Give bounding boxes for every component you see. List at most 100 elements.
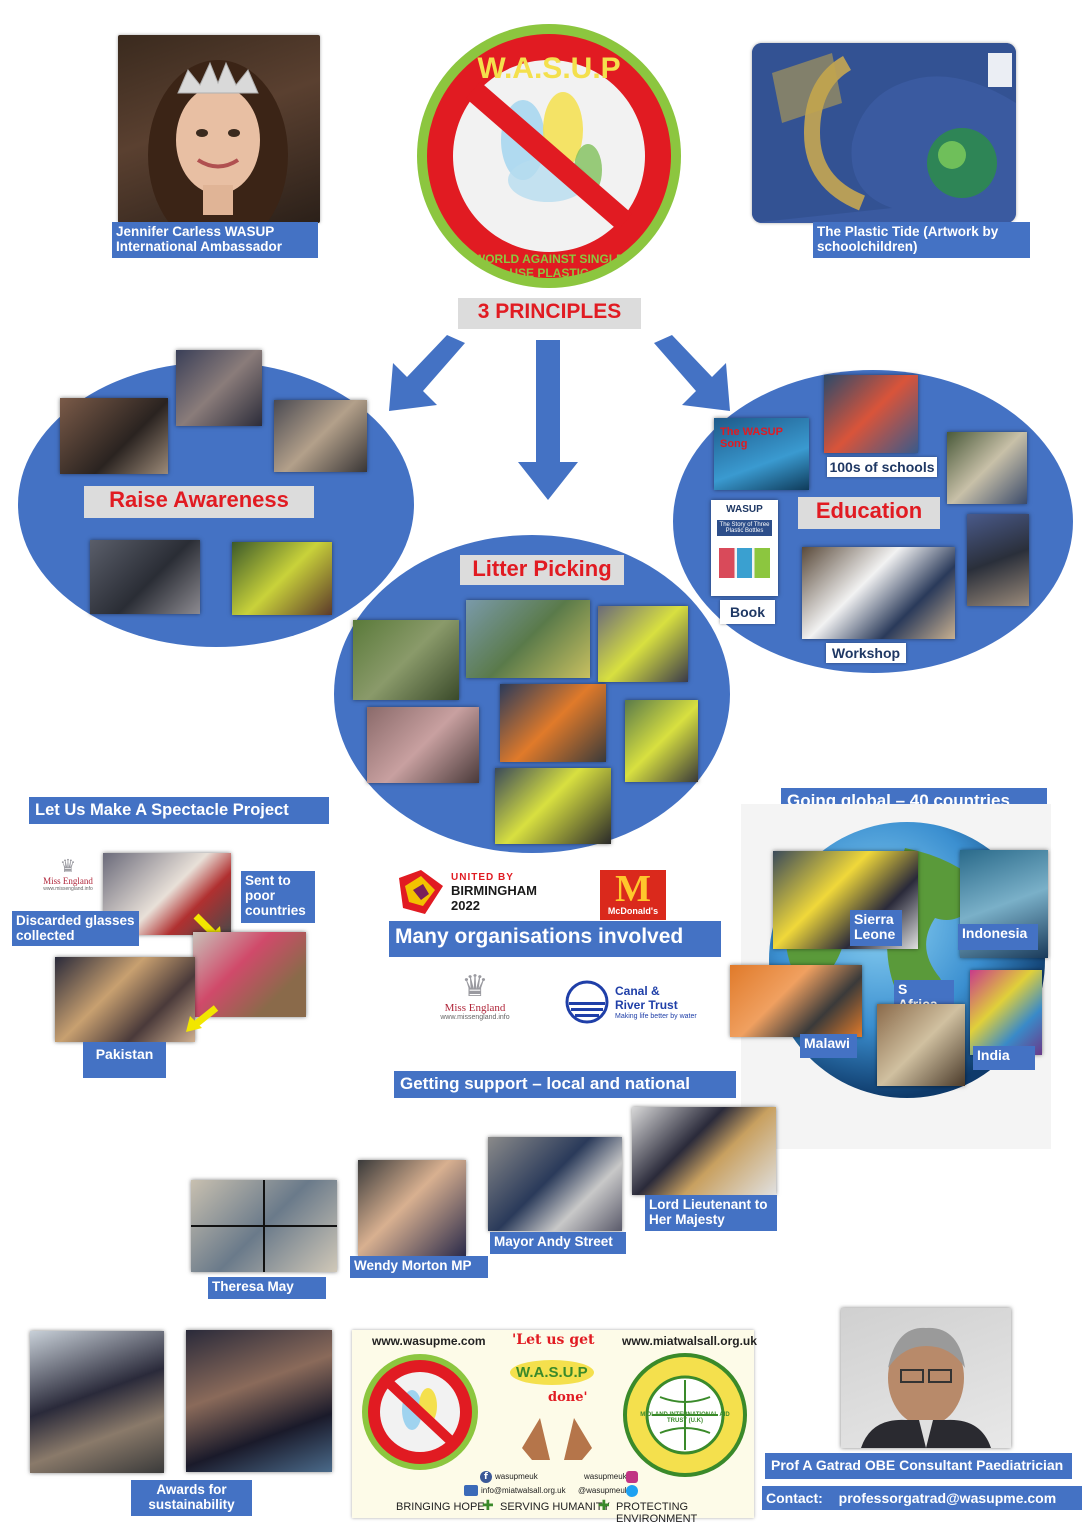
plastic-tide-caption: The Plastic Tide (Artwork by schoolchild… <box>813 222 1030 258</box>
arrow-down-icon <box>518 340 578 500</box>
awareness-photo <box>274 400 367 472</box>
wasup-song-thumbnail: The WASUP Song <box>714 418 809 490</box>
miat-logo-icon <box>623 1353 747 1477</box>
prof-caption: Prof A Gatrad OBE Consultant Paediatrici… <box>765 1453 1072 1479</box>
litter-photo <box>500 684 606 762</box>
theresa-may-zoom-photo <box>191 1180 337 1272</box>
india-photo <box>970 970 1042 1055</box>
email-icon <box>464 1485 478 1496</box>
banner-url-left: www.wasupme.com <box>372 1334 486 1348</box>
workshop-photo <box>802 547 955 639</box>
awareness-photo <box>232 542 332 615</box>
miat-ring-text: MIDLAND INTERNATIONAL AID TRUST (U.K) <box>640 1412 730 1424</box>
miss-england-small-name: Miss England <box>43 876 93 886</box>
sent-label: Sent to poor countries <box>241 871 315 923</box>
wasup-logo: W.A.S.U.P WORLD AGAINST SINGLE USE PLAST… <box>413 20 685 292</box>
arrow-left-icon <box>389 335 465 411</box>
awareness-photo <box>176 350 262 426</box>
litter-picking-title: Litter Picking <box>460 555 624 585</box>
country-s-africa: S Africa <box>894 980 954 1012</box>
banner-facebook: wasupmeuk <box>495 1472 538 1481</box>
canal-name-line-1: Canal & <box>615 984 660 998</box>
facebook-icon: f <box>480 1471 492 1483</box>
spectacle-title: Let Us Make A Spectacle Project <box>29 797 329 824</box>
mcdonalds-logo: M McDonald's <box>600 870 666 920</box>
country-india: India <box>973 1046 1035 1070</box>
award-photo-1 <box>30 1331 164 1473</box>
book-cover-subtitle: The Story of Three Plastic Bottles <box>717 520 772 536</box>
mcdonalds-label: McDonald's <box>607 906 659 916</box>
ambassador-caption: Jennifer Carless WASUP International Amb… <box>112 222 318 258</box>
litter-photo <box>367 707 479 783</box>
book-cover: WASUP The Story of Three Plastic Bottles <box>711 500 778 596</box>
canal-tagline: Making life better by water <box>615 1013 697 1020</box>
award-photo-2 <box>186 1330 332 1472</box>
yellow-arrow-icon <box>186 1005 219 1032</box>
birmingham-2022-logo: UNITED BY BIRMINGHAM 2022 <box>395 868 537 918</box>
banner-slogan-1: 'Let us get <box>512 1332 595 1348</box>
litter-photo <box>625 700 698 782</box>
banner-footer-1: BRINGING HOPE <box>396 1501 485 1513</box>
contact-email[interactable]: professorgatrad@wasupme.com <box>838 1490 1057 1506</box>
support-title: Getting support – local and national <box>394 1071 736 1098</box>
banner-url-right: www.miatwalsall.org.uk <box>622 1334 757 1348</box>
support-wendy-morton: Wendy Morton MP <box>350 1256 488 1278</box>
logo-ring-text: WORLD AGAINST SINGLE USE PLASTIC <box>473 252 625 280</box>
campaign-banner: www.wasupme.com www.miatwalsall.org.uk '… <box>352 1330 757 1525</box>
awareness-photo <box>90 540 200 614</box>
golden-arches-icon: M <box>615 868 651 910</box>
banner-instagram: wasupmeuk <box>584 1472 627 1481</box>
awards-caption: Awards for sustainability <box>131 1480 252 1516</box>
arrow-right-icon <box>654 335 730 411</box>
support-andy-street: Mayor Andy Street <box>490 1232 626 1254</box>
canal-river-trust-logo: Canal & River Trust Making life better b… <box>565 980 705 1028</box>
schools-label: 100s of schools <box>827 457 937 477</box>
book-cover-title: WASUP <box>726 504 763 515</box>
s-africa-photo <box>877 1004 965 1086</box>
pakistan-label: Pakistan <box>83 1042 166 1078</box>
litter-photo <box>495 768 611 844</box>
crown-icon: ♛ <box>59 856 77 877</box>
banner-slogan-3: done' <box>548 1390 588 1405</box>
ambassador-portrait-icon <box>148 60 288 223</box>
miss-england-name: Miss England <box>444 1002 506 1014</box>
pakistan-photo <box>55 957 195 1042</box>
organisations-title: Many organisations involved <box>389 921 721 957</box>
banner-email: info@miatwalsall.org.uk <box>481 1486 566 1495</box>
prof-gatrad-photo <box>841 1308 1011 1448</box>
speaker-photo <box>967 514 1029 606</box>
wasup-song-label: The WASUP Song <box>720 426 783 450</box>
miss-england-logo: ♛ Miss England www.missengland.info <box>440 972 510 1034</box>
classroom-photo <box>947 432 1027 504</box>
banner-twitter: @wasupmeuk <box>578 1486 629 1495</box>
hands-w-sign-icon <box>502 1402 612 1460</box>
country-sierra-leone: Sierra Leone <box>850 910 902 946</box>
logo-top-text: W.A.S.U.P <box>477 52 620 85</box>
banner-slogan-2: W.A.S.U.P <box>510 1360 594 1385</box>
country-malawi: Malawi <box>800 1034 857 1058</box>
birmingham-line-3: 2022 <box>451 898 480 913</box>
banner-wasup-logo-icon <box>362 1354 478 1470</box>
support-lord-lieutenant: Lord Lieutenant to Her Majesty <box>645 1195 777 1231</box>
raise-awareness-title: Raise Awareness <box>84 486 314 518</box>
malawi-photo <box>730 965 862 1037</box>
glasses-box-photo <box>193 932 306 1017</box>
principles-title: 3 PRINCIPLES <box>458 298 641 329</box>
support-theresa-may: Theresa May <box>208 1277 326 1299</box>
birmingham-line-2: BIRMINGHAM <box>451 883 537 898</box>
birmingham-line-1: UNITED BY <box>451 872 514 883</box>
book-label: Book <box>720 600 775 624</box>
prof-contact-bar: Contact: professorgatrad@wasupme.com <box>762 1486 1082 1510</box>
plus-icon: ✚ <box>482 1498 494 1514</box>
crown-icon: ♛ <box>461 969 489 1004</box>
schools-photo <box>824 375 918 453</box>
workshop-label: Workshop <box>826 643 906 663</box>
country-indonesia: Indonesia <box>958 924 1038 950</box>
twitter-icon <box>626 1485 638 1497</box>
instagram-icon <box>626 1471 638 1483</box>
contact-label: Contact: <box>766 1490 823 1506</box>
andy-street-photo <box>488 1137 622 1231</box>
miss-england-url: www.missengland.info <box>440 1014 510 1021</box>
litter-photo <box>598 606 688 682</box>
discarded-label: Discarded glasses collected <box>12 911 139 946</box>
